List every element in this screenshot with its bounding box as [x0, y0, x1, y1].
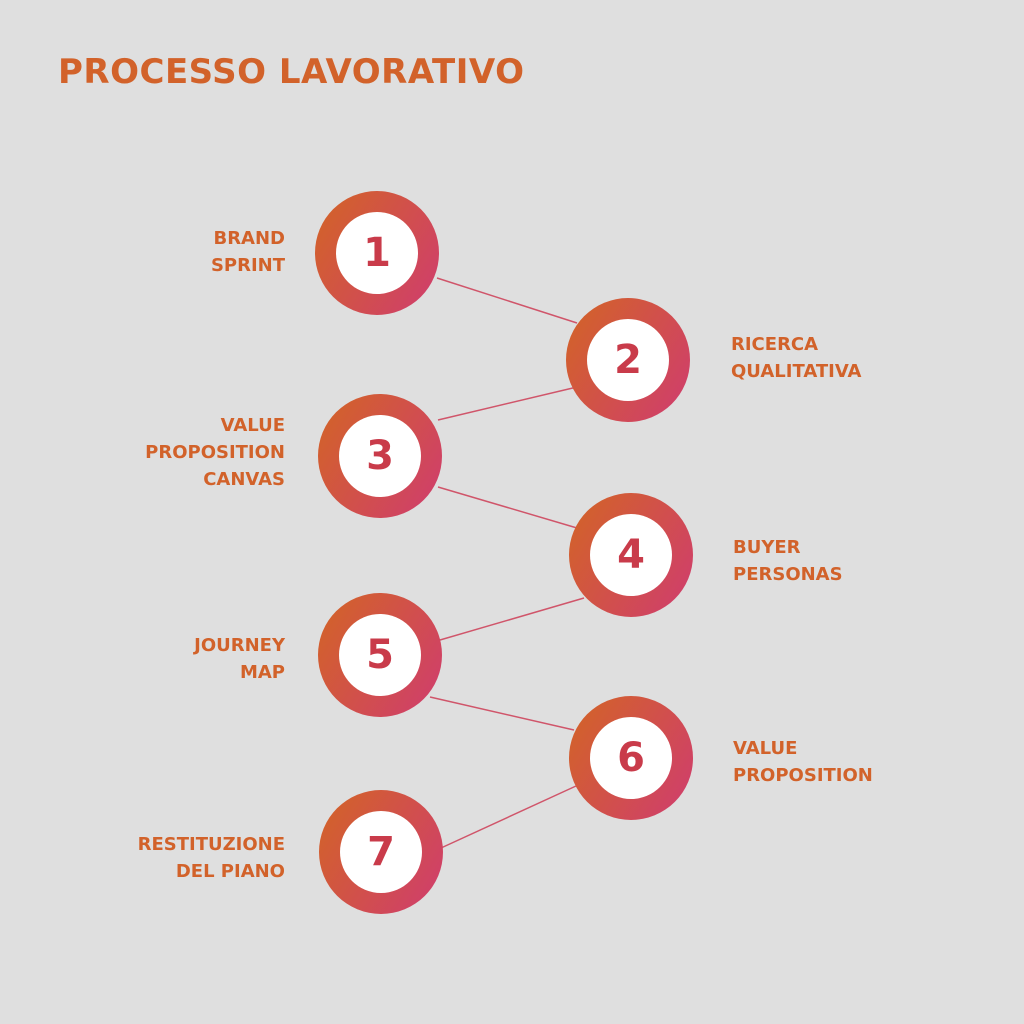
step-number-5: 5 [366, 632, 394, 678]
step-number-7: 7 [367, 829, 395, 875]
step-label-7: RESTITUZIONE DEL PIANO [137, 834, 285, 882]
step-number-4: 4 [617, 532, 645, 578]
step-inner-2 [587, 319, 669, 401]
step-label-5: JOURNEY MAP [194, 635, 285, 683]
step-label-4: BUYER PERSONAS [733, 537, 843, 585]
step-number-1: 1 [363, 230, 391, 276]
step-circle-7: 7 [319, 790, 443, 914]
step-circle-1: 1 [315, 191, 439, 315]
step-circle-5: 5 [318, 593, 442, 717]
step-number-2: 2 [614, 337, 642, 383]
connector-2-3 [437, 386, 578, 421]
connector-4-5 [439, 597, 585, 641]
step-inner-4 [590, 514, 672, 596]
connector-6-7 [440, 785, 577, 849]
step-inner-5 [339, 614, 421, 696]
page-title: PROCESSO LAVORATIVO [58, 52, 525, 92]
step-label-1: BRAND SPRINT [210, 228, 285, 276]
step-number-3: 3 [366, 433, 394, 479]
connector-lines [429, 277, 585, 849]
step-circle-2: 2 [566, 298, 690, 422]
connector-3-4 [437, 486, 578, 529]
step-inner-6 [590, 717, 672, 799]
step-inner-1 [336, 212, 418, 294]
step-circle-3: 3 [318, 394, 442, 518]
connector-5-6 [429, 696, 575, 731]
step-inner-3 [339, 415, 421, 497]
step-label-6: VALUE PROPOSITION [733, 738, 873, 786]
step-label-2: RICERCA QUALITATIVA [731, 334, 862, 382]
connector-1-2 [436, 277, 578, 324]
step-inner-7 [340, 811, 422, 893]
step-circle-6: 6 [569, 696, 693, 820]
step-number-6: 6 [617, 735, 645, 781]
step-circle-4: 4 [569, 493, 693, 617]
step-label-3: VALUE PROPOSITION CANVAS [145, 415, 285, 490]
